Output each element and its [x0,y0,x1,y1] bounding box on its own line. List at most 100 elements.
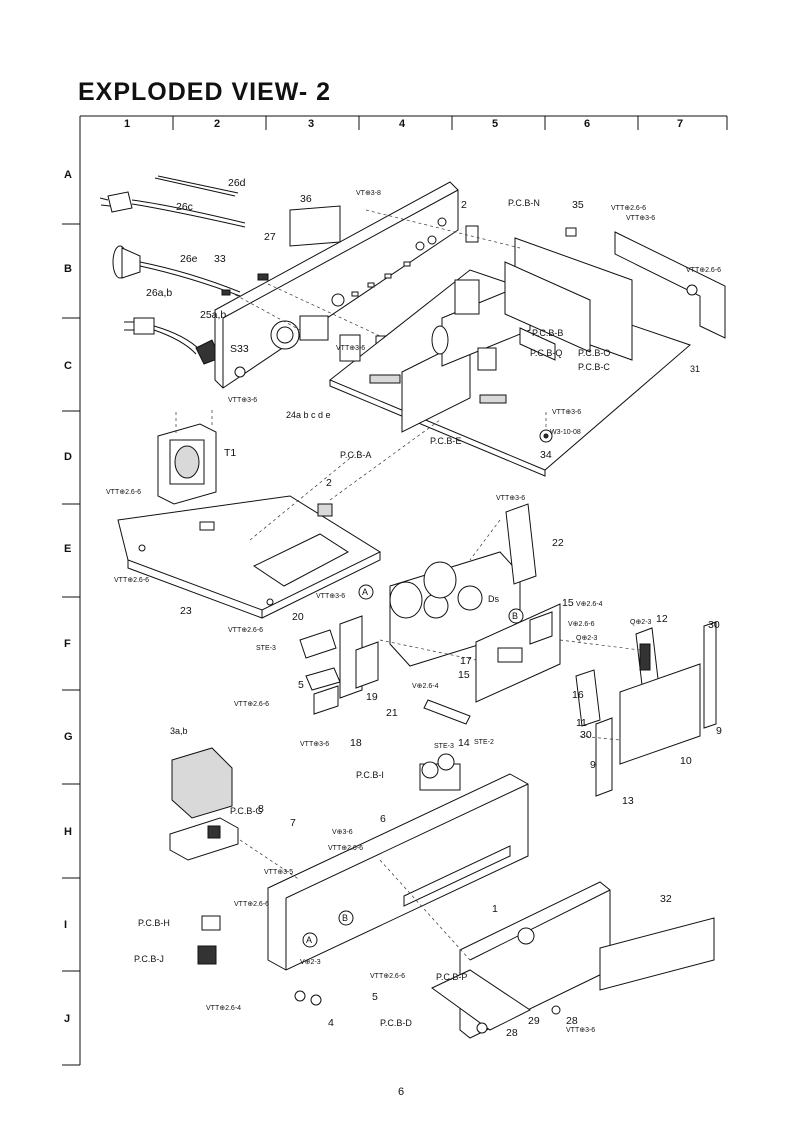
label-23: 23 [180,605,192,617]
assembly-guide-lines [229,209,641,961]
label-t1: T1 [224,447,236,459]
power-transformer [157,410,217,505]
label-11: 11 [576,717,587,729]
label-31: 31 [690,364,700,374]
row-H: H [64,826,72,838]
label-pcbh: P.C.B-H [138,918,170,928]
label-15a: 15 [562,597,574,609]
label-vtt36-c: VTT⊕3-6 [228,397,257,404]
label-15b: 15 [458,669,470,681]
label-3ab: 3a,b [170,726,188,736]
grid-frame [62,115,728,1066]
label-q23a: Q⊕2-3 [576,635,598,642]
label-10: 10 [680,755,692,767]
label-pcbc: P.C.B-C [578,362,610,372]
label-pcbb: P.C.B-B [532,328,563,338]
row-C: C [64,360,72,372]
col-7: 7 [677,118,683,130]
row-A: A [64,169,72,181]
label-vtt266-h: VTT⊕2.6-6 [234,901,269,908]
label-9a: 9 [716,725,722,737]
marker-b-bottom: B [342,913,348,923]
label-pcbj: P.C.B-J [134,954,164,964]
label-vtt36-b: VTT⊕3-6 [336,345,365,352]
label-vtt266-f: VTT⊕2.6-6 [234,701,269,708]
label-26ab: 26a,b [146,287,172,299]
main-pcb-assembly [329,225,726,477]
label-29: 29 [528,1015,540,1027]
label-s33: S33 [230,343,249,355]
label-vtt264: VTT⊕2.6-4 [206,1005,241,1012]
page-number: 6 [398,1086,405,1098]
label-12: 12 [656,613,668,625]
label-v36: V⊕3-6 [332,829,353,836]
label-ste3a: STE-3 [256,645,276,652]
label-w3: W3-10-08 [550,429,581,436]
rear-panel [214,181,459,389]
row-E: E [64,543,71,555]
label-30b: 30 [580,729,592,741]
row-G: G [64,731,73,743]
label-pcbg: P.C.B-G [230,806,262,816]
label-q23b: Q⊕2-3 [630,619,652,626]
label-24: 24a b c d e [286,410,331,420]
label-2a: 2 [461,199,467,211]
right-mechanism [575,621,717,797]
marker-b-top: B [512,611,518,621]
label-33: 33 [214,253,226,265]
col-6: 6 [584,118,590,130]
label-35: 35 [572,199,584,211]
label-vtt36-f: VTT⊕3-6 [316,593,345,600]
reference-markers: A B A B [302,584,524,948]
label-pcbi: P.C.B-I [356,770,384,780]
label-ds: Ds [488,594,499,604]
label-pcbo: P.C.B-O [578,348,610,358]
label-v264b: V⊕2.6-4 [412,683,439,690]
label-vtt36-d: VTT⊕3-6 [552,409,581,416]
label-ste3b: STE-3 [434,743,454,750]
label-2b: 2 [326,477,332,489]
label-30a: 30 [708,619,720,631]
label-vtt266-e: VTT⊕2.6-6 [228,627,263,634]
label-16: 16 [572,689,584,701]
label-19: 19 [366,691,378,703]
label-4: 4 [328,1017,334,1029]
label-14: 14 [458,737,470,749]
label-8: 8 [258,803,264,815]
label-26e: 26e [180,253,198,265]
label-pcbq: P.C.B-Q [530,348,562,358]
row-labels: A B C D E F G H I J [64,169,73,1025]
label-28a: 28 [566,1015,578,1027]
label-vtt266-d: VTT⊕2.6-6 [114,577,149,584]
label-ste2: STE-2 [474,739,494,746]
label-pcbd: P.C.B-D [380,1018,412,1028]
column-labels: 1 2 3 4 5 6 7 [124,118,683,130]
label-1: 1 [492,903,498,915]
part-labels: 26d 26c 26e 26a,b 36 27 33 25a,b S33 VT⊕… [106,177,722,1039]
label-vtt35: VTT⊕3-5 [264,869,293,876]
row-B: B [64,263,72,275]
label-pcbp: P.C.B-P [436,972,467,982]
label-vt38: VT⊕3-8 [356,190,381,197]
label-vtt266-c: VTT⊕2.6-6 [106,489,141,496]
marker-a-bottom: A [306,935,312,945]
label-v23: V⊕2-3 [300,959,321,966]
front-cover-assembly [169,747,239,861]
front-mechanism [299,503,561,725]
label-25ab: 25a,b [200,309,226,321]
label-9b: 9 [590,759,596,771]
label-vtt36-g: VTT⊕3-6 [300,741,329,748]
label-32: 32 [660,893,672,905]
label-pcbn: P.C.B-N [508,198,540,208]
row-I: I [64,919,67,931]
label-17: 17 [460,655,472,667]
label-6: 6 [380,813,386,825]
col-5: 5 [492,118,498,130]
label-34: 34 [540,449,552,461]
label-26d: 26d [228,177,246,189]
col-4: 4 [399,118,406,130]
label-5b: 5 [372,991,378,1003]
label-pcba: P.C.B-A [340,450,371,460]
label-28b: 28 [506,1027,518,1039]
